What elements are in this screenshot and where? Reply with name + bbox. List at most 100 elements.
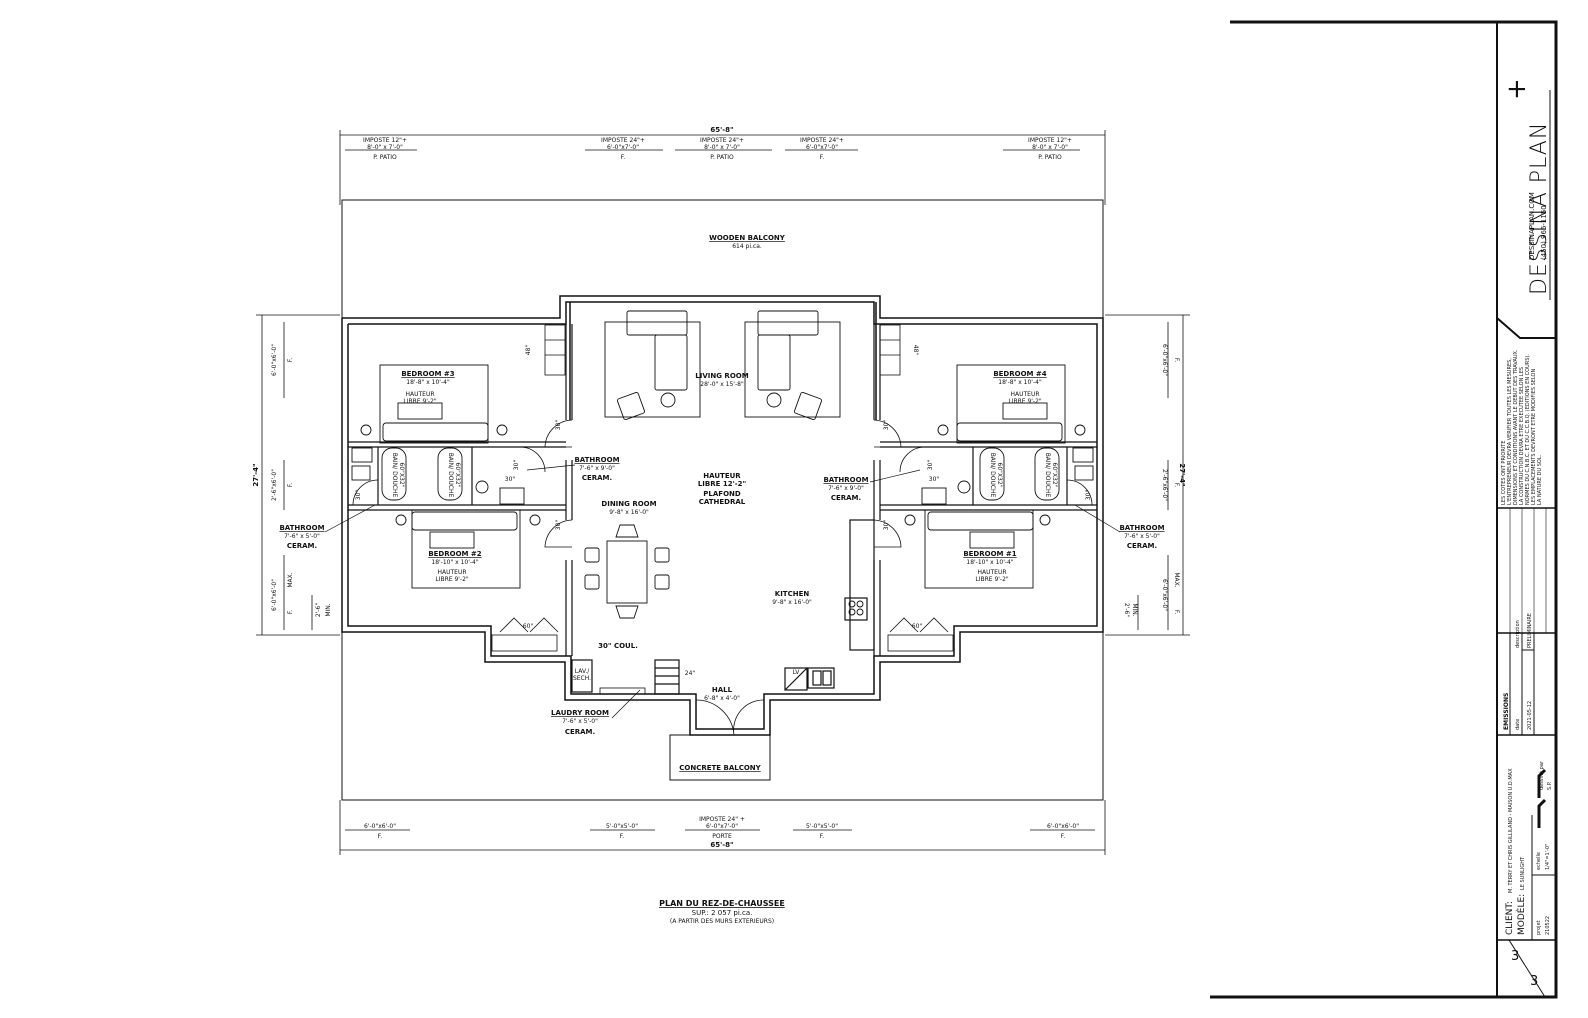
doors: [352, 324, 1093, 736]
door-30-e: 30": [355, 490, 362, 501]
tub-3-l1: BAIN/ DOUCHE: [989, 453, 996, 498]
top-opening-4-l2: 6'-0"x7'-0": [806, 144, 838, 151]
tub-2-l1: BAIN/ DOUCHE: [447, 453, 454, 498]
client-label: CLIENT:: [1505, 901, 1515, 935]
overall-depth-right: 27'-4": [1178, 463, 1186, 486]
ceiling-height-1: HAUTEUR: [703, 472, 741, 480]
emissions-header: EMISSIONS: [1503, 693, 1510, 730]
bathroom-outer-right-label: BATHROOM: [1119, 524, 1164, 532]
side-right-a: 6'-0"x6'-0": [1161, 344, 1168, 376]
side-right-f: F.: [1173, 610, 1180, 614]
door-60-b: 60": [912, 623, 923, 630]
bedroom-1-dim: 18'-10" x 10'-4": [966, 559, 1013, 566]
note-2: L'ENTREPRENEUR DEVRA VERIFIER TOUTES LES…: [1507, 358, 1513, 505]
bedroom-2-label: BEDROOM #2: [428, 550, 481, 558]
tub-2-l2: 60"X32": [454, 463, 461, 488]
side-left-g: MAX.: [287, 572, 294, 587]
top-opening-3-l3: P. PATIO: [710, 154, 734, 161]
modele-name: LE SUNLIGHT: [1520, 856, 1526, 890]
bedroom-3-h1: HAUTEUR: [405, 391, 434, 398]
exterior-walls: [341, 295, 1104, 736]
ceiling-type-2: CATHEDRAL: [699, 498, 746, 506]
tub-1-l2: 60"X32": [398, 463, 405, 488]
side-right-g: MAX.: [1173, 572, 1180, 587]
bathroom-center-left-finish: CERAM.: [582, 474, 612, 482]
ceiling-height-2: LIBRE 12'-2": [698, 480, 746, 488]
hall-dim: 6'-8" x 4'-0": [704, 695, 740, 702]
bathroom-outer-left-dim: 7'-6" x 5'-0": [284, 533, 320, 540]
echelle-label: echelle: [1536, 852, 1542, 870]
bottom-opening-3-l1: 6'-0"x7'-0": [706, 823, 738, 830]
living-room-dim: 28'-0" x 15'-8": [700, 381, 744, 388]
side-left-b: F.: [287, 358, 294, 362]
title-block-text: DESSINA PLAN + DESSINAPLAN.COM (450) 965…: [1501, 78, 1553, 989]
hall-label: HALL: [712, 686, 733, 694]
kitchen-label: KITCHEN: [775, 590, 810, 598]
top-opening-1-l3: P. PATIO: [373, 154, 397, 161]
plan-area-note: (A PARTIR DES MURS EXTERIEURS): [670, 918, 774, 925]
dessine-label: dessiné par: [1538, 760, 1545, 790]
bottom-opening-5-l1: 6'-0"x6'-0": [1047, 823, 1079, 830]
bathroom-center-right-dim: 7'-6" x 9'-0": [828, 485, 864, 492]
top-opening-4-l3: F.: [820, 154, 824, 161]
bottom-opening-2-l1: 5'-0"x5'-0": [606, 823, 638, 830]
side-left-c: 2'-6"x6'-0": [271, 469, 278, 501]
side-right-e: 6'-0"x6'-0": [1161, 579, 1168, 611]
top-opening-5-l3: P. PATIO: [1038, 154, 1062, 161]
brand-logo: DESSINA PLAN: [1527, 122, 1552, 295]
note-3: DIMENSIONS ET CONDITIONS AVANT LE DEBUT …: [1513, 349, 1519, 505]
side-right-i: MIN.: [1131, 603, 1138, 616]
top-opening-3-l1: IMPOSTE 24"+: [700, 137, 744, 144]
bedroom-3-h2: LIBRE 9'-2": [403, 398, 437, 405]
bathroom-center-left-dim: 7'-6" x 9'-0": [579, 465, 615, 472]
plan-title: PLAN DU REZ-DE-CHAUSSEE: [659, 899, 785, 908]
top-opening-2-l1: IMPOSTE 24"+: [601, 137, 645, 144]
side-left-h: 2'-6": [315, 603, 322, 617]
living-room-label: LIVING ROOM: [695, 372, 748, 380]
tub-4-l2: 60"X32": [1051, 463, 1058, 488]
door-30-c: 30": [883, 420, 890, 431]
brand-website: DESSINAPLAN.COM: [1528, 192, 1536, 260]
bottom-opening-1-l2: F.: [378, 833, 382, 840]
dining-room-dim: 9'-8" x 16'-0": [609, 509, 649, 516]
door-48-a: 48": [525, 345, 532, 356]
door-30-b: 30": [555, 520, 562, 531]
door-30-i: 30": [513, 460, 520, 471]
emissions-col-description: description: [1515, 620, 1521, 648]
note-1: LES COTES ONT PRIORITE: [1501, 441, 1507, 506]
top-opening-5-l1: IMPOSTE 12"+: [1028, 137, 1072, 144]
door-60-a: 60": [523, 623, 534, 630]
general-notes: LES COTES ONT PRIORITE L'ENTREPRENEUR DE…: [1501, 349, 1543, 505]
side-left-i: MIN.: [325, 603, 332, 616]
tub-3-l2: 60"X32": [996, 463, 1003, 488]
note-5: NORMES DU C.N.B.C. ET DU C.C.B.Q. (EDITI…: [1525, 354, 1531, 505]
closet-label: 30" COUL.: [598, 642, 638, 650]
side-left-f: F.: [287, 610, 294, 614]
side-left-e: 6'-0"x6'-0": [271, 579, 278, 611]
projet-label: projet: [1536, 920, 1542, 935]
brand-plus: +: [1502, 78, 1532, 100]
plan-labels: 65'-8" 65'-8" 27'-4" 27'-4" IMPOSTE 12"+…: [252, 126, 1186, 925]
overall-width-bottom: 65'-8": [710, 841, 733, 849]
top-opening-5-l2: 8'-0" x 7'-0": [1032, 144, 1068, 151]
top-opening-3-l2: 8'-0" x 7'-0": [704, 144, 740, 151]
side-right-h: 2'-6": [1123, 603, 1130, 617]
brand-phone: (450) 965-1150: [1540, 205, 1548, 260]
bedroom-3-dim: 18'-8" x 10'-4": [406, 379, 450, 386]
stair-label: 24": [685, 670, 696, 677]
bedroom-2-h1: HAUTEUR: [437, 569, 466, 576]
concrete-balcony-slab: [669, 734, 771, 781]
bedroom-2-dim: 18'-10" x 10'-4": [431, 559, 478, 566]
bathroom-center-right-finish: CERAM.: [831, 494, 861, 502]
wooden-balcony-label: WOODEN BALCONY: [709, 234, 786, 242]
top-opening-4-l1: IMPOSTE 24"+: [800, 137, 844, 144]
top-opening-2-l3: F.: [621, 154, 625, 161]
note-4: LA CONSTRUCTION DEVRA ETRE EXECUTEE SELO…: [1519, 367, 1525, 505]
leader-lines: [324, 464, 1121, 719]
bedroom-4-dim: 18'-8" x 10'-4": [998, 379, 1042, 386]
laundry-finish: CERAM.: [565, 728, 595, 736]
door-48-b: 48": [912, 345, 919, 356]
emissions-row-description: PRELIMINAIRE: [1527, 613, 1533, 648]
